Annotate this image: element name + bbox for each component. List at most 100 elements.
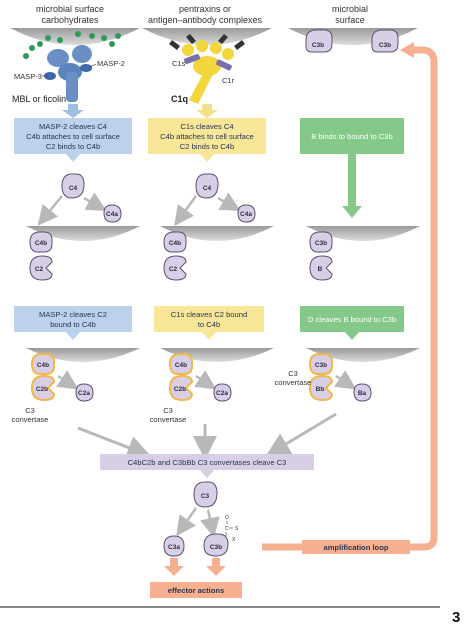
classical-step1-line2: C4b attaches to cell surface bbox=[160, 132, 254, 141]
classical-step2-line1: C1s cleaves C2 bound bbox=[171, 310, 247, 319]
classical-step1-line3: C2 binds to C4b bbox=[180, 142, 234, 151]
arrow-c3a-to-effector bbox=[164, 558, 184, 576]
c1-complex-graphic bbox=[169, 34, 245, 104]
bb-label-alternative: Bb bbox=[316, 386, 325, 393]
classical-header-line1: pentraxins or bbox=[179, 4, 231, 14]
c4b-c2-complex-lectin: C4b C2 bbox=[29, 231, 53, 281]
c4a-molecule-classical: C4a bbox=[237, 204, 256, 223]
page-number: 3 bbox=[452, 609, 460, 625]
lectin-step1-line3: C2 binds to C4b bbox=[46, 142, 100, 151]
c1s-label: C1s bbox=[172, 59, 186, 68]
c1r-label: C1r bbox=[222, 76, 235, 85]
convergence-box bbox=[100, 454, 314, 470]
thioester-bond-graphic: O C S X bbox=[225, 515, 239, 543]
lectin-header-line2: carbohydrates bbox=[41, 15, 99, 25]
c3a-molecule: C3a bbox=[163, 535, 185, 557]
convertase-classical-line1: C3 bbox=[163, 406, 173, 415]
arrow-classical-top bbox=[196, 104, 218, 118]
classical-step2-pointer bbox=[202, 332, 216, 340]
c2a-molecule-classical: C2a bbox=[213, 383, 232, 402]
thioester-x: X bbox=[232, 537, 236, 543]
classical-step1-line1: C1s cleaves C4 bbox=[180, 122, 233, 131]
convertase-lectin-line1: C3 bbox=[25, 406, 35, 415]
c2a-label-classical: C2a bbox=[216, 390, 228, 397]
lectin-step1-line1: MASP-2 cleaves C4 bbox=[39, 122, 107, 131]
c3b-molecule-final: C3b bbox=[203, 533, 229, 557]
c2a-molecule-lectin: C2a bbox=[75, 383, 94, 402]
b-label-alternative: B bbox=[318, 266, 323, 273]
arrow-c4-to-c4b-classical bbox=[174, 195, 198, 227]
thioester-c: C bbox=[225, 526, 229, 532]
arrow-c4-to-c4b-lectin bbox=[37, 195, 63, 226]
c4a-label-classical: C4a bbox=[240, 211, 252, 218]
c4b-c2b-convertase-lectin: C4b C2b bbox=[30, 353, 56, 402]
c3b-label-alternative-convertase: C3b bbox=[315, 362, 327, 369]
classical-header-line2: antigen–antibody complexes bbox=[148, 15, 263, 25]
c2-label-lectin: C2 bbox=[35, 266, 44, 273]
ba-label-alternative: Ba bbox=[358, 390, 367, 397]
c4a-label-lectin: C4a bbox=[106, 211, 118, 218]
c1q-label: C1q bbox=[171, 94, 188, 104]
arrow-c3-to-c3a bbox=[176, 507, 198, 537]
arrow-c3b-to-effector bbox=[206, 558, 226, 576]
alternative-header-line2: surface bbox=[335, 15, 365, 25]
mbl-complex-graphic bbox=[23, 31, 121, 102]
classical-microbial-surface bbox=[142, 28, 272, 45]
amplification-loop-text: amplification loop bbox=[324, 543, 389, 552]
c2-label-classical: C2 bbox=[169, 266, 178, 273]
lectin-step2-line1: MASP-2 cleaves C2 bbox=[39, 310, 107, 319]
lectin-surface-row2 bbox=[26, 226, 140, 241]
arrow-c3-to-c3b bbox=[200, 509, 220, 538]
c3b-label-alternative: C3b bbox=[315, 240, 327, 247]
c4b-label-lectin: C4b bbox=[35, 240, 47, 247]
c3b-surface-right-label: C3b bbox=[379, 42, 391, 49]
alternative-surface-row2 bbox=[306, 226, 420, 241]
amplification-loop-path bbox=[262, 46, 438, 551]
arrow-alternative-to-convergence bbox=[265, 412, 337, 457]
alternative-step1-box bbox=[300, 118, 404, 154]
lectin-microbial-surface bbox=[10, 28, 140, 45]
convergence-pointer bbox=[200, 470, 214, 478]
arrow-to-c2a-lectin bbox=[56, 370, 79, 390]
thioester-s: S bbox=[235, 526, 239, 532]
c3b-on-surface-right: C3b bbox=[371, 29, 399, 53]
lectin-step1-line2: C4b attaches to cell surface bbox=[26, 132, 120, 141]
masp3-label: MASP-3 bbox=[14, 72, 42, 81]
amplification-loop-box bbox=[302, 540, 410, 554]
c4-label-lectin: C4 bbox=[69, 185, 78, 192]
lectin-step1-pointer bbox=[66, 154, 80, 162]
c4-molecule-classical: C4 bbox=[195, 173, 219, 199]
convertase-classical-line2: convertase bbox=[150, 415, 187, 424]
c3b-final-label: C3b bbox=[210, 544, 222, 551]
ba-molecule-alternative: Ba bbox=[353, 383, 372, 402]
alternative-surface-row3 bbox=[306, 348, 420, 362]
c2a-label-lectin: C2a bbox=[78, 390, 90, 397]
c4b-label-classical-convertase: C4b bbox=[175, 362, 187, 369]
c3-label: C3 bbox=[201, 493, 210, 500]
c3-molecule: C3 bbox=[193, 481, 218, 508]
c3b-surface-left-label: C3b bbox=[312, 42, 324, 49]
lectin-step2-line2: bound to C4b bbox=[50, 320, 96, 329]
classical-step1-pointer bbox=[200, 154, 214, 162]
c4-label-classical: C4 bbox=[203, 185, 212, 192]
thioester-o: O bbox=[225, 515, 229, 521]
convertase-lectin-line2: convertase bbox=[12, 415, 49, 424]
arrow-lectin-to-convergence bbox=[77, 426, 152, 459]
c3b-bb-convertase-alternative: C3b Bb bbox=[308, 353, 334, 402]
masp2-label: MASP-2 bbox=[97, 59, 125, 68]
lectin-step1-box bbox=[14, 118, 132, 154]
c4b-c2b-convertase-classical: C4b C2b bbox=[168, 353, 194, 402]
arrow-c4-to-c4a-lectin bbox=[83, 192, 107, 211]
alternative-step2-box bbox=[300, 306, 404, 332]
classical-surface-row2 bbox=[160, 226, 274, 241]
c4-molecule-lectin: C4 bbox=[61, 173, 85, 199]
lectin-step2-box bbox=[14, 306, 132, 332]
lectin-step2-pointer bbox=[66, 332, 80, 340]
arrow-lectin-top bbox=[62, 104, 84, 118]
amplification-loop-arrowhead bbox=[400, 42, 414, 58]
convergence-text: C4bC2b and C3bBb C3 convertases cleave C… bbox=[128, 458, 287, 467]
convertase-alternative-line1: C3 bbox=[288, 369, 298, 378]
classical-step2-line2: to C4b bbox=[198, 320, 220, 329]
c3a-label: C3a bbox=[168, 544, 180, 551]
